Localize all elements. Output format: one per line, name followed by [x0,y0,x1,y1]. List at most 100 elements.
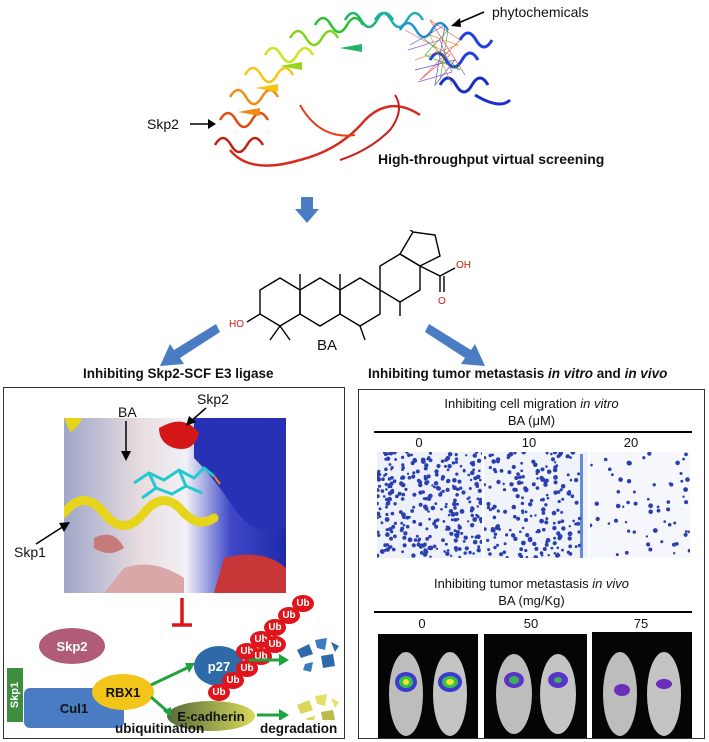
migrated-cell [470,535,474,539]
migrated-cell [544,543,549,547]
skp1-box: Skp1 [7,668,23,722]
migrated-cell [392,452,397,455]
migrated-cell [539,518,544,524]
migrated-cell [536,528,541,534]
migrated-cell [401,492,406,497]
migrated-cell [412,492,417,497]
left-diagonal-arrow [160,324,220,366]
migrated-cell [426,457,429,461]
migrated-cell [476,548,481,553]
left-panel: BA Skp2 Skp1 Skp2 Skp1 Cul1 RBX1 p27 E-c… [3,387,345,739]
migrated-cell [479,478,482,482]
docking-label-ba: BA [118,404,137,420]
migrated-cell [632,490,636,494]
migrated-cell [545,465,548,468]
migrated-cell [577,472,581,476]
migrated-cell [385,528,389,532]
migrated-cell [535,472,539,475]
migrated-cell [552,452,558,455]
migrated-cell [618,477,623,482]
ub-tag: Ub [278,607,300,624]
left-panel-heading: Inhibiting Skp2-SCF E3 ligase [83,366,274,381]
migrated-cell [490,527,495,531]
migrated-cell [377,484,382,488]
ubiquitination-label: ubiquitination [115,721,205,736]
migrated-cell [502,550,507,554]
migrated-cell [607,522,611,525]
migrated-cell [445,551,450,556]
migrated-cell [455,493,459,497]
migrated-cell [479,520,482,524]
migrated-cell [531,459,536,464]
screening-label: High-throughput virtual screening [378,151,605,167]
migrated-cell [505,533,509,537]
metastasis-axis-label: BA (mg/Kg) [498,593,565,608]
migrated-cell [428,534,432,539]
migrated-cell [431,484,434,487]
migrated-cell [613,518,619,523]
migrated-cell [445,456,451,461]
migrated-cell [519,547,524,552]
migrated-cell [550,546,554,550]
migrated-cell [520,461,523,465]
migrated-cell [486,505,491,510]
migrated-cell [550,457,556,462]
migrated-cell [484,456,487,460]
migrated-cell [381,477,385,481]
migrated-cell [393,502,397,506]
metastasis-axis-line [374,611,692,613]
ub-tag: Ub [264,636,286,653]
migrated-cell [391,524,396,529]
migrated-cell [516,472,520,476]
ub-tag: Ub [208,684,230,701]
migrated-cell [389,545,393,549]
migrated-cell [447,464,452,469]
migrated-cell [458,555,461,558]
metastasis-title-italic: in vivo [592,576,630,591]
migrated-cell [472,517,478,522]
migrated-cell [496,543,500,547]
migrated-cell [449,554,453,557]
rbx1-arrows [150,663,195,717]
migrated-cell [444,464,447,468]
migrated-cell [560,519,565,523]
migration-axis-line [374,431,692,433]
migrated-cell [449,531,454,536]
migrated-cell [415,469,420,474]
migrated-cell [484,483,486,487]
migrated-cell [454,453,458,457]
migrated-cell [543,482,548,487]
ub-label: Ub [254,651,268,662]
migrated-cell [410,461,415,466]
migrated-cell [412,519,417,524]
migrated-cell [377,494,380,499]
migrated-cell [546,469,552,475]
migrated-cell [446,478,451,484]
migrated-cell [388,452,394,456]
migrated-cell [480,452,482,455]
right-diagonal-arrow [425,324,485,366]
migrated-cell [389,536,393,541]
migrated-cell [416,542,421,547]
migrated-cell [533,462,538,468]
migrated-cell [377,488,380,492]
migrated-cell [577,530,581,534]
migrated-cell [453,498,457,503]
migrated-cell [518,475,522,480]
migrated-cell [470,513,474,518]
migrated-cell [385,547,390,552]
metastasis-dose-0: 0 [418,616,426,631]
migrated-cell [385,505,388,509]
skp2-arrow [190,119,216,129]
migrated-cell [624,550,629,555]
migrated-cell [499,469,504,473]
migrated-cell [507,470,512,475]
migrated-cell [453,518,458,522]
migrated-cell [407,475,412,480]
migrated-cell [400,526,405,531]
migrated-cell [567,536,572,541]
metastasis-title: Inhibiting tumor metastasis in vivo [359,576,704,591]
migrated-cell [427,497,432,501]
migrated-cell [567,531,573,537]
docking-surface-image [64,418,286,593]
